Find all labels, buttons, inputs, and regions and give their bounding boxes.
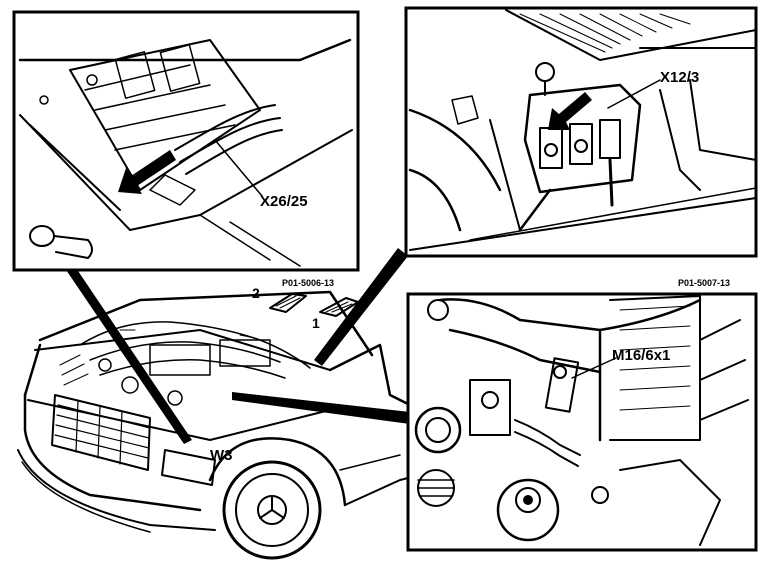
leader-to-top-right-panel bbox=[314, 248, 408, 366]
label-w3: W3 bbox=[210, 447, 233, 464]
label-m16-6x1: M16/6x1 bbox=[612, 347, 670, 364]
panel-top-left: X26/25 bbox=[12, 10, 360, 272]
panel-bottom-right: M16/6x1 bbox=[406, 292, 758, 552]
leader-lines bbox=[58, 248, 410, 444]
leader-to-top-left-panel bbox=[58, 258, 192, 444]
label-part-2: 2 bbox=[252, 285, 260, 301]
label-x26-25: X26/25 bbox=[260, 193, 308, 210]
car-illustration: W3 bbox=[17, 290, 462, 560]
label-x12-3: X12/3 bbox=[660, 69, 699, 86]
figure-code-right: P01-5007-13 bbox=[678, 278, 730, 288]
figure-code-left: P01-5006-13 bbox=[282, 278, 334, 288]
connector-arrow-right bbox=[548, 92, 592, 130]
panel-top-right: X12/3 bbox=[404, 6, 758, 258]
connector-arrow-left bbox=[118, 150, 176, 194]
leader-to-bottom-right-panel bbox=[232, 392, 410, 424]
label-part-1: 1 bbox=[312, 315, 320, 331]
